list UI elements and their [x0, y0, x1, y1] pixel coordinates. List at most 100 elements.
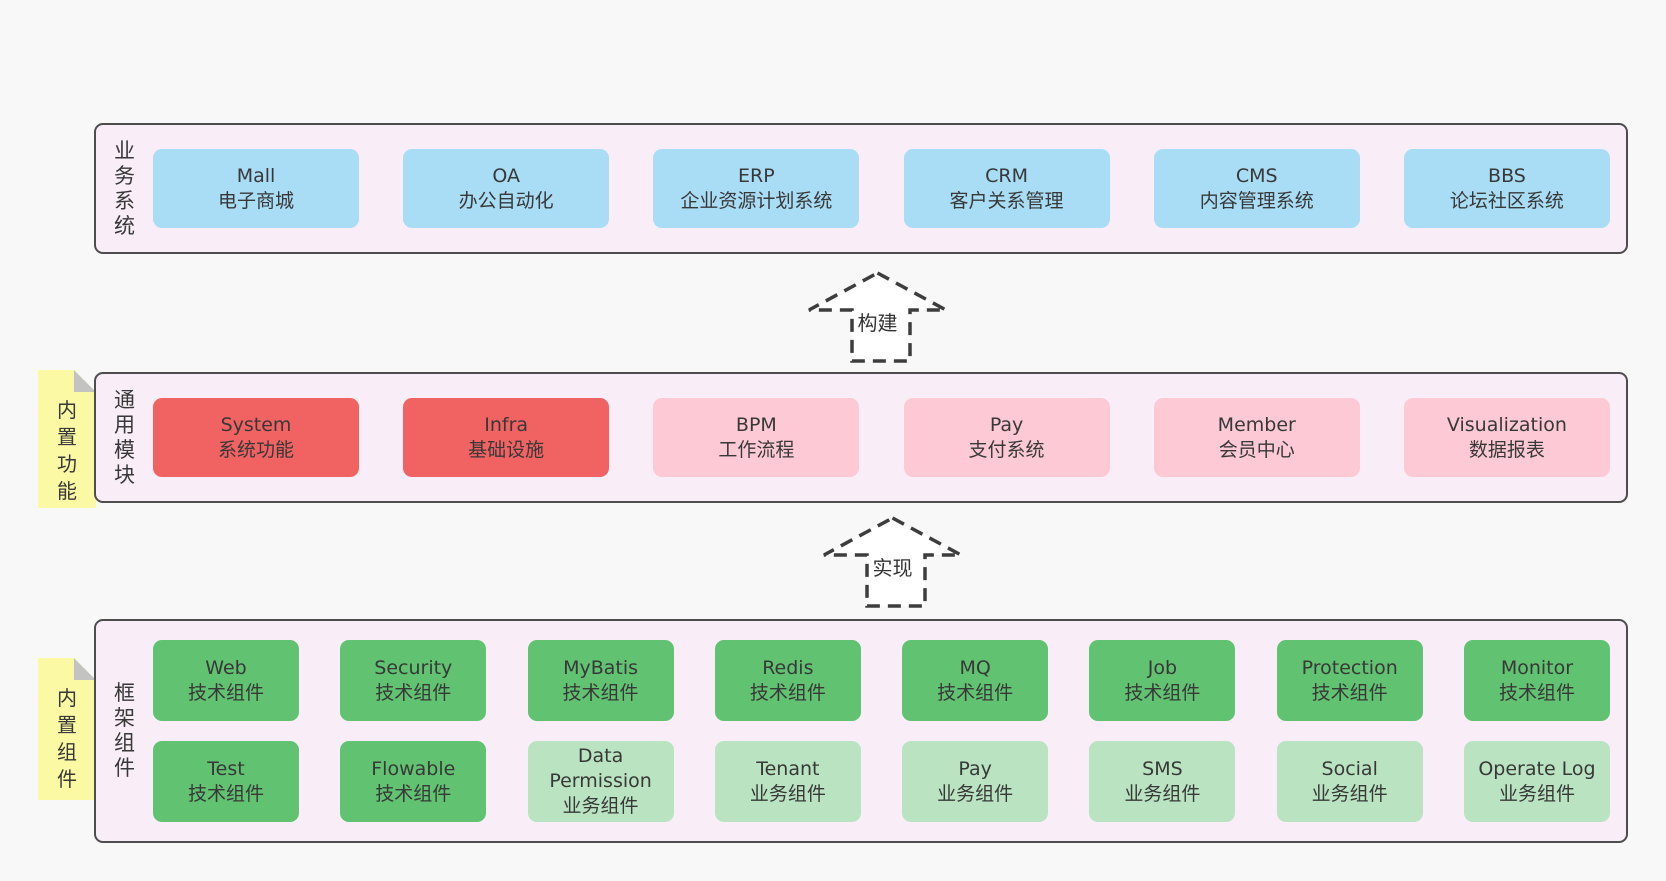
box-bpm: BPM 工作流程: [653, 398, 860, 477]
box-subtitle: 业务组件: [937, 782, 1014, 805]
box-subtitle: 技术组件: [375, 681, 452, 704]
box-subtitle: 数据报表: [1468, 438, 1545, 461]
framework-boxes-grid: Web 技术组件 Security 技术组件 MyBatis 技术组件 Redi…: [153, 621, 1626, 841]
box-subtitle: 系统功能: [217, 438, 294, 461]
box-redis: Redis 技术组件: [714, 640, 861, 721]
box-subtitle: 技术组件: [749, 681, 826, 704]
box-social: Social 业务组件: [1276, 741, 1423, 822]
box-title: OA: [492, 164, 520, 187]
box-title: Protection: [1301, 656, 1398, 679]
box-title: CRM: [985, 164, 1028, 187]
box-monitor: Monitor 技术组件: [1463, 640, 1610, 721]
box-subtitle: 技术组件: [187, 681, 264, 704]
box-pay-component: Pay 业务组件: [902, 741, 1049, 822]
box-subtitle: 技术组件: [1124, 681, 1201, 704]
layer-side-label-business: 业务系统: [96, 125, 153, 252]
box-title: ERP: [738, 164, 775, 187]
box-pay-system: Pay 支付系统: [903, 398, 1110, 477]
layer-side-label-common: 通用模块: [96, 374, 153, 501]
box-oa: OA 办公自动化: [403, 149, 610, 228]
box-title: Pay: [989, 413, 1024, 436]
box-subtitle: 支付系统: [968, 438, 1045, 461]
box-mq: MQ 技术组件: [902, 640, 1049, 721]
box-title: Flowable: [371, 757, 456, 780]
sticky-note-built-in-features: 内置功能: [38, 370, 96, 508]
box-subtitle: 技术组件: [1311, 681, 1388, 704]
layer-framework-components: 框架组件 Web 技术组件 Security 技术组件 MyBatis 技术组件…: [94, 619, 1628, 843]
box-infra: Infra 基础设施: [403, 398, 610, 477]
box-title: Mall: [236, 164, 276, 187]
box-title: Social: [1321, 757, 1378, 780]
box-subtitle: 技术组件: [1498, 681, 1575, 704]
box-member: Member 会员中心: [1153, 398, 1360, 477]
box-erp: ERP 企业资源计划系统: [653, 149, 860, 228]
box-title: Job: [1147, 656, 1178, 679]
box-title: Member: [1217, 413, 1296, 436]
box-subtitle: 工作流程: [718, 438, 795, 461]
layer-label-text: 框架组件: [113, 681, 135, 780]
box-title: Operate Log: [1478, 757, 1596, 780]
box-subtitle: 企业资源计划系统: [680, 189, 833, 212]
business-boxes-row: Mall 电子商城 OA 办公自动化 ERP 企业资源计划系统 CRM 客户关系…: [153, 125, 1626, 252]
box-subtitle: 会员中心: [1218, 438, 1295, 461]
box-subtitle: 业务组件: [1498, 782, 1575, 805]
box-title: Redis: [762, 656, 814, 679]
note-text: 内置组件: [57, 686, 77, 791]
box-protection: Protection 技术组件: [1276, 640, 1423, 721]
box-subtitle: 内容管理系统: [1199, 189, 1314, 212]
box-operate-log: Operate Log 业务组件: [1463, 741, 1610, 822]
arrow-build-label: 构建: [854, 310, 901, 336]
box-subtitle: 论坛社区系统: [1449, 189, 1564, 212]
box-subtitle: 基础设施: [468, 438, 545, 461]
box-title: BPM: [735, 413, 777, 436]
box-subtitle: 技术组件: [187, 782, 264, 805]
arrow-build: 构建: [807, 271, 948, 363]
box-data-permission: Data Permission 业务组件: [527, 741, 674, 822]
layer-business-systems: 业务系统 Mall 电子商城 OA 办公自动化 ERP 企业资源计划系统 CRM…: [94, 123, 1628, 254]
box-title: BBS: [1488, 164, 1526, 187]
box-title: CMS: [1235, 164, 1278, 187]
box-subtitle: 电子商城: [217, 189, 294, 212]
box-subtitle: 业务组件: [1311, 782, 1388, 805]
note-text: 内置功能: [57, 398, 77, 503]
box-title: Data Permission: [549, 745, 652, 792]
box-visualization: Visualization 数据报表: [1403, 398, 1610, 477]
arrow-implement: 实现: [822, 516, 963, 608]
box-title: Tenant: [756, 757, 820, 780]
box-title: Test: [207, 757, 245, 780]
box-subtitle: 办公自动化: [458, 189, 554, 212]
arrow-implement-label: 实现: [869, 555, 916, 581]
box-crm: CRM 客户关系管理: [903, 149, 1110, 228]
box-security: Security 技术组件: [340, 640, 487, 721]
box-subtitle: 客户关系管理: [949, 189, 1064, 212]
folded-corner-icon: [74, 658, 96, 680]
box-subtitle: 业务组件: [562, 795, 639, 817]
box-title: Visualization: [1446, 413, 1567, 436]
box-cms: CMS 内容管理系统: [1153, 149, 1360, 228]
layer-label-text: 业务系统: [113, 138, 135, 238]
box-tenant: Tenant 业务组件: [714, 741, 861, 822]
box-title: MQ: [959, 656, 991, 679]
box-subtitle: 技术组件: [937, 681, 1014, 704]
folded-corner-icon: [74, 370, 96, 392]
box-test: Test 技术组件: [153, 741, 299, 822]
box-mybatis: MyBatis 技术组件: [527, 640, 674, 721]
framework-row-2: Test 技术组件 Flowable 技术组件 Data Permission …: [153, 741, 1610, 822]
box-bbs: BBS 论坛社区系统: [1403, 149, 1610, 228]
box-subtitle: 技术组件: [375, 782, 452, 805]
box-job: Job 技术组件: [1089, 640, 1236, 721]
layer-label-text: 通用模块: [113, 387, 135, 487]
sticky-note-built-in-components: 内置组件: [38, 658, 96, 800]
box-subtitle: 业务组件: [1124, 782, 1201, 805]
box-title: SMS: [1142, 757, 1183, 780]
box-subtitle: 业务组件: [749, 782, 826, 805]
layer-common-modules: 通用模块 System 系统功能 Infra 基础设施 BPM 工作流程 Pay…: [94, 372, 1628, 503]
framework-row-1: Web 技术组件 Security 技术组件 MyBatis 技术组件 Redi…: [153, 640, 1610, 721]
box-title: Monitor: [1500, 656, 1574, 679]
box-title: MyBatis: [563, 656, 639, 679]
box-flowable: Flowable 技术组件: [340, 741, 487, 822]
common-boxes-row: System 系统功能 Infra 基础设施 BPM 工作流程 Pay 支付系统…: [153, 374, 1626, 501]
layer-side-label-framework: 框架组件: [96, 621, 153, 841]
box-title: Web: [205, 656, 247, 679]
